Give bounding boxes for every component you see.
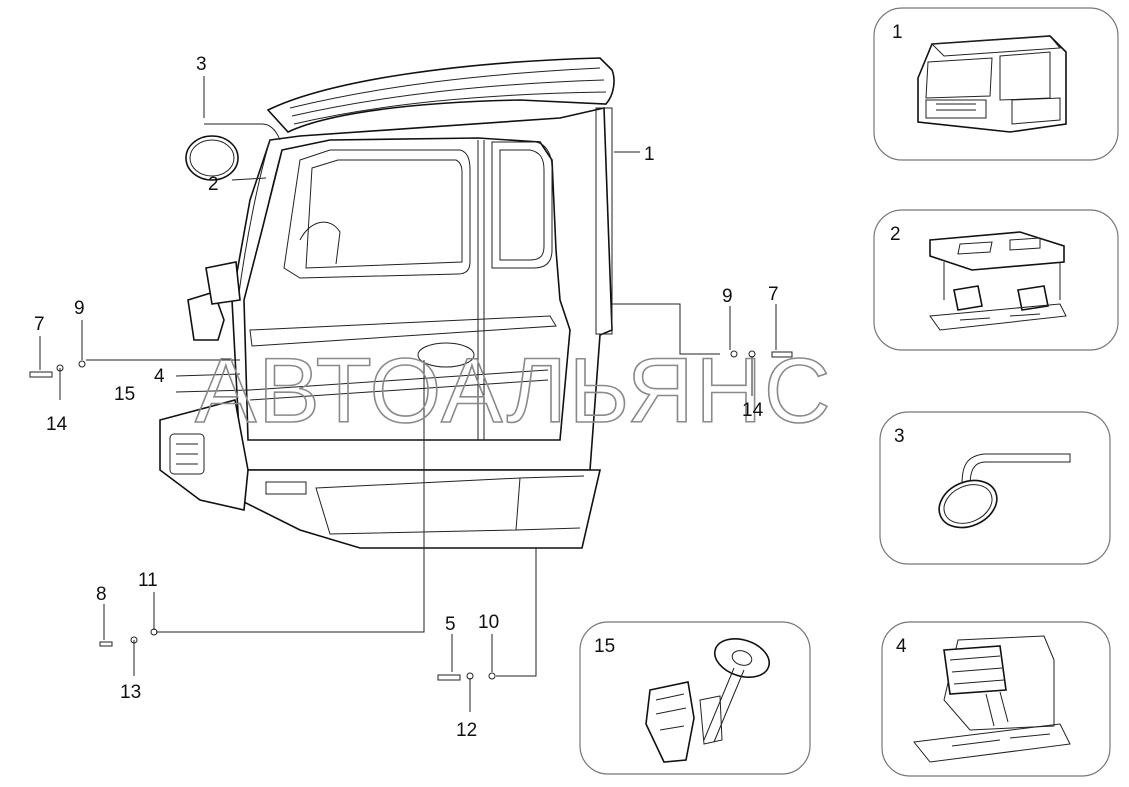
callout-1: 1 xyxy=(644,144,655,165)
panel-15-steering-illustration xyxy=(645,638,771,763)
bolt-8 xyxy=(99,641,113,647)
panel-1-cab-illustration xyxy=(917,35,1067,133)
panel-4-dashboard-illustration xyxy=(913,635,1071,763)
callout-2: 2 xyxy=(208,174,219,195)
bolt-7 xyxy=(771,351,793,358)
bolt-6 xyxy=(29,371,53,378)
washer-9-left xyxy=(78,360,86,368)
watermark-text: АВТОАЛЬЯНС xyxy=(195,340,833,442)
bolt-5 xyxy=(437,674,461,681)
washer-11 xyxy=(150,628,158,636)
callout-7: 7 xyxy=(768,284,779,305)
callout-9-right: 9 xyxy=(722,286,733,307)
panel-3-number: 3 xyxy=(894,426,905,447)
callout-12: 12 xyxy=(456,720,477,741)
detail-panel-1: 1 xyxy=(873,7,1119,161)
cab-main-drawing xyxy=(159,57,615,549)
detail-panel-4: 4 xyxy=(881,621,1111,777)
callout-5: 5 xyxy=(445,614,456,635)
washer-9-right xyxy=(730,350,738,358)
callout-10: 10 xyxy=(478,612,499,633)
callout-4: 4 xyxy=(154,366,165,387)
detail-panel-2: 2 xyxy=(873,209,1119,351)
panel-2-number: 2 xyxy=(890,224,901,245)
panel-1-number: 1 xyxy=(892,22,903,43)
panel-2-frame-illustration xyxy=(929,231,1067,331)
callout-numbers: 3 1 2 4 15 7 9 14 9 7 14 8 11 13 5 10 12 xyxy=(34,54,779,741)
washer-10 xyxy=(488,672,496,680)
callout-8: 8 xyxy=(96,584,107,605)
fasteners xyxy=(29,350,793,681)
callout-14-right: 14 xyxy=(742,400,764,421)
callout-15: 15 xyxy=(114,384,135,405)
callout-3: 3 xyxy=(196,54,207,75)
callout-9-left: 9 xyxy=(74,298,85,319)
washer-13 xyxy=(130,636,138,644)
detail-panel-3: 3 xyxy=(879,411,1111,565)
panel-3-mirror-illustration xyxy=(938,453,1071,529)
detail-panel-15: 15 xyxy=(579,621,811,775)
callout-14-left: 14 xyxy=(46,414,68,435)
panel-15-number: 15 xyxy=(594,636,615,657)
washer-14-right xyxy=(748,350,756,358)
callout-11: 11 xyxy=(138,570,158,591)
panel-4-number: 4 xyxy=(896,636,907,657)
leader-lines xyxy=(39,76,777,712)
washer-12 xyxy=(466,672,474,680)
washer-14-left xyxy=(56,364,64,372)
callout-13: 13 xyxy=(120,682,141,703)
callout-6: 7 xyxy=(34,314,45,335)
